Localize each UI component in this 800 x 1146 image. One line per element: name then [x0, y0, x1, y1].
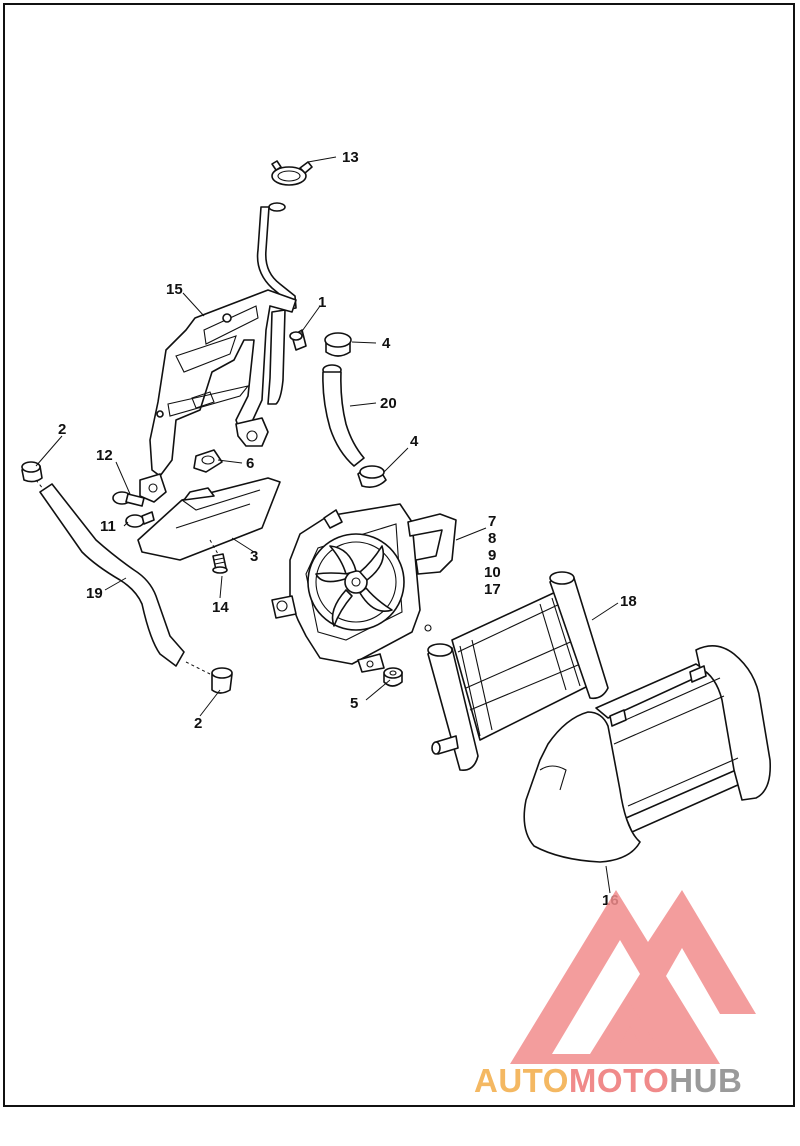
- callout-13: 13: [342, 149, 359, 166]
- callout-14: 14: [212, 599, 229, 616]
- automotohub-logo-mark: [510, 890, 756, 1064]
- callout-12: 12: [96, 447, 113, 464]
- fan-assembly: [271, 503, 457, 673]
- callout-4-upper: 4: [382, 335, 391, 352]
- callout-5: 5: [350, 695, 358, 712]
- radiator-hose-long: [35, 479, 211, 675]
- hose-cap-lower: [211, 667, 233, 694]
- callout-6: 6: [246, 455, 254, 472]
- mounting-bracket: [139, 289, 297, 503]
- leader-lines: [35, 156, 619, 894]
- callout-8: 8: [488, 530, 496, 547]
- callout-19: 19: [86, 585, 103, 602]
- screw-14: [209, 539, 228, 574]
- hose-cap-upper: [21, 461, 43, 483]
- bolt-12: [112, 491, 145, 507]
- watermark-moto: MOTO: [568, 1062, 670, 1099]
- callout-3: 3: [250, 548, 258, 565]
- radiator-core: [427, 571, 609, 772]
- clip-nut-6: [193, 449, 223, 473]
- hose-clamp-top: [271, 160, 313, 186]
- callout-15: 15: [166, 281, 183, 298]
- callout-9: 9: [488, 547, 496, 564]
- callout-7: 7: [488, 513, 496, 530]
- callout-18: 18: [620, 593, 637, 610]
- automotohub-watermark-text: AUTOMOTOHUB: [474, 1062, 742, 1100]
- callout-2-upper: 2: [58, 421, 66, 438]
- watermark-auto: AUTO: [474, 1062, 569, 1099]
- lower-deflector: [137, 477, 281, 561]
- callout-2-lower: 2: [194, 715, 202, 732]
- radiator-cover: [523, 645, 772, 863]
- bolt-11: [125, 511, 155, 528]
- callout-4-lower: 4: [410, 433, 419, 450]
- hose-clamp-4-upper: [324, 332, 352, 357]
- callouts: 13 15 1 4 20 4 2 12 6 11 3 14 19 2 5 7 8…: [58, 149, 637, 909]
- radiator-hose-short: [322, 364, 365, 467]
- callout-11: 11: [100, 518, 116, 535]
- hose-clamp-4-lower: [357, 465, 387, 488]
- callout-20: 20: [380, 395, 397, 412]
- screw-1: [289, 329, 307, 351]
- callout-17: 17: [484, 581, 501, 598]
- watermark-hub: HUB: [669, 1062, 743, 1099]
- callout-10: 10: [484, 564, 501, 581]
- callout-1: 1: [318, 294, 326, 311]
- diagram-frame: [3, 3, 795, 1107]
